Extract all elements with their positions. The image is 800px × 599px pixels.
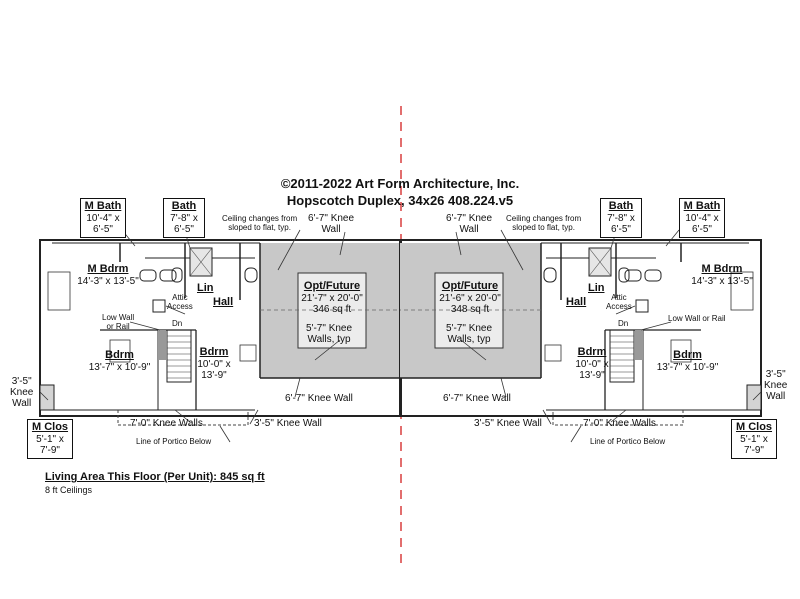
right-knee-67-bottom-label: 6'-7" Knee Wall	[443, 393, 511, 404]
right-bdrm2-dim2: 13'-9"	[579, 370, 605, 382]
right-m-bath-dim: 10'-4" x	[685, 212, 719, 224]
left-m-bath-dim2: 6'-5"	[93, 224, 113, 236]
right-bdrm1-dim: 13'-7" x 10'-9"	[656, 361, 719, 373]
left-bdrm1-name: Bdrm	[105, 349, 134, 361]
right-m-bath-dim2: 6'-5"	[692, 224, 712, 236]
left-stair	[166, 329, 192, 383]
left-opt-shade-side	[260, 243, 298, 378]
left-bdrm2-dim: 10'-0" x	[197, 358, 231, 370]
left-bdrm1-dim: 13'-7" x 10'-9"	[88, 361, 151, 373]
right-bath-box: Bath 7'-8" x 6'-5"	[600, 198, 642, 238]
left-m-clos-dim2: 7'-9"	[40, 445, 60, 457]
right-m-bath-name: M Bath	[683, 200, 721, 212]
right-bdrm1-name: Bdrm	[673, 349, 702, 361]
left-m-bdrm-name: M Bdrm	[87, 263, 129, 275]
right-m-clos-dim: 5'-1" x	[740, 433, 768, 445]
right-opt-label: Opt/Future 21'-6" x 20'-0" 348 sq ft	[425, 280, 515, 316]
left-opt-label: Opt/Future 21'-7" x 20'-0" 346 sq ft	[287, 280, 377, 316]
left-opt-shade-side2	[366, 243, 401, 378]
left-bath-name: Bath	[171, 200, 197, 212]
left-m-clos-name: M Clos	[31, 421, 69, 433]
left-bdrm1-label: Bdrm 13'-7" x 10'-9"	[82, 349, 157, 373]
copyright-title: ©2011-2022 Art Form Architecture, Inc.	[280, 176, 520, 191]
plan-title: Hopscotch Duplex, 34x26 408.224.v5	[286, 193, 514, 208]
right-knee-35-label: 3'-5" Knee Wall	[474, 418, 542, 429]
left-knee-70-label: 7'-0" Knee Walls	[130, 418, 203, 429]
right-m-clos-name: M Clos	[735, 421, 773, 433]
right-bdrm2-label: Bdrm 10'-0" x 13'-9"	[570, 346, 614, 382]
left-opt-room	[297, 272, 367, 349]
left-hall-label: Hall	[213, 296, 234, 308]
right-hall-label: Hall	[566, 296, 587, 308]
left-knee-35-label: 3'-5" Knee Wall	[254, 418, 322, 429]
right-m-clos-dim2: 7'-9"	[744, 445, 764, 457]
right-bath-dim: 7'-8" x	[607, 212, 635, 224]
left-m-bath-dim: 10'-4" x	[86, 212, 120, 224]
left-lin-label: Lin	[197, 282, 214, 294]
left-bath-box: Bath 7'-8" x 6'-5"	[163, 198, 205, 238]
left-m-bdrm-label: M Bdrm 14'-3" x 13'-5"	[58, 263, 158, 287]
right-portico-label: Line of Portico Below	[590, 437, 666, 446]
left-m-bath-name: M Bath	[84, 200, 122, 212]
right-bath-dim2: 6'-5"	[611, 224, 631, 236]
left-unit-plan	[39, 239, 402, 426]
right-m-bdrm-dim: 14'-3" x 13'-5"	[691, 275, 753, 287]
left-opt-dim: 21'-7" x 20'-0"	[301, 292, 363, 304]
left-m-clos-dim: 5'-1" x	[36, 433, 64, 445]
left-m-clos-box: M Clos 5'-1" x 7'-9"	[27, 419, 73, 459]
right-m-bath-box: M Bath 10'-4" x 6'-5"	[679, 198, 725, 238]
left-opt-area: 346 sq ft	[312, 304, 352, 316]
right-knee-70-label: 7'-0" Knee Walls	[583, 418, 656, 429]
left-bath-dim2: 6'-5"	[174, 224, 194, 236]
right-opt-area: 348 sq ft	[450, 304, 490, 316]
left-bath-dim: 7'-8" x	[170, 212, 198, 224]
right-lin-label: Lin	[588, 282, 605, 294]
ceilings-note: 8 ft Ceilings	[45, 485, 93, 495]
right-bdrm1-label: Bdrm 13'-7" x 10'-9"	[650, 349, 725, 373]
right-m-clos-box: M Clos 5'-1" x 7'-9"	[731, 419, 777, 459]
right-bdrm2-name: Bdrm	[577, 346, 607, 358]
living-area-label: Living Area This Floor (Per Unit): 845 s…	[45, 471, 265, 483]
left-bdrm2-label: Bdrm 10'-0" x 13'-9"	[192, 346, 236, 382]
right-m-bdrm-name: M Bdrm	[701, 263, 743, 275]
right-bath-name: Bath	[608, 200, 634, 212]
left-opt-name: Opt/Future	[303, 280, 361, 292]
right-m-bdrm-label: M Bdrm 14'-3" x 13'-5"	[672, 263, 772, 287]
right-opt-dim: 21'-6" x 20'-0"	[439, 292, 501, 304]
left-knee-67-bottom-label: 6'-7" Knee Wall	[285, 393, 353, 404]
left-portico-label: Line of Portico Below	[136, 437, 212, 446]
right-bdrm2-dim: 10'-0" x	[575, 358, 609, 370]
right-low-wall-label: Low Wall or Rail	[668, 314, 726, 323]
left-m-bdrm-dim: 14'-3" x 13'-5"	[77, 275, 139, 287]
left-bdrm2-name: Bdrm	[199, 346, 229, 358]
left-dn-label: Dn	[172, 319, 183, 328]
right-dn-label: Dn	[618, 319, 629, 328]
right-opt-name: Opt/Future	[441, 280, 499, 292]
left-bdrm2-dim2: 13'-9"	[201, 370, 227, 382]
left-m-bath-box: M Bath 10'-4" x 6'-5"	[80, 198, 126, 238]
right-unit-plan	[399, 239, 762, 426]
